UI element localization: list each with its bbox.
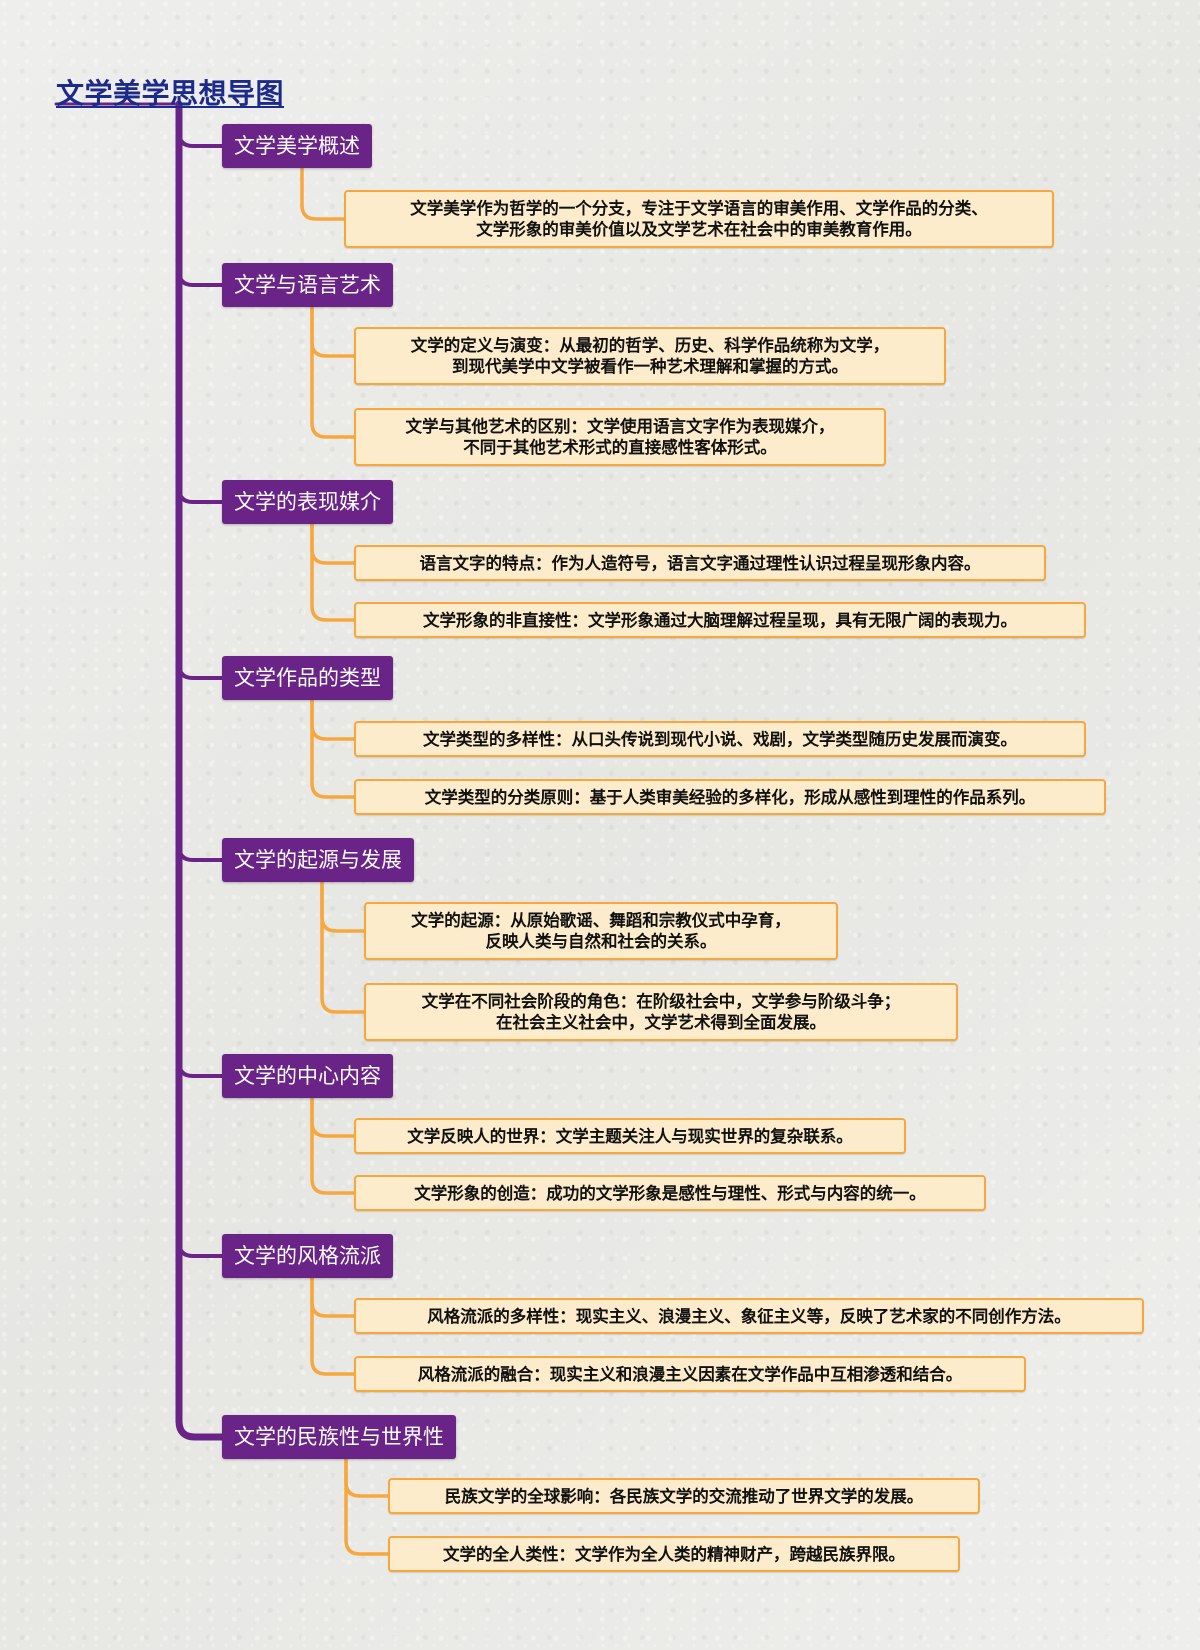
- leaf-connector: [320, 880, 366, 933]
- leaf-node: 风格流派的多样性：现实主义、浪漫主义、象征主义等，反映了艺术家的不同创作方法。: [354, 1298, 1144, 1334]
- leaf-connector: [310, 698, 356, 799]
- topic-node: 文学美学概述: [222, 124, 372, 168]
- leaf-node: 语言文字的特点：作为人造符号，语言文字通过理性认识过程呈现形象内容。: [354, 545, 1046, 581]
- leaf-connector: [310, 1276, 356, 1376]
- leaf-connector: [344, 1457, 390, 1498]
- leaf-node: 民族文学的全球影响：各民族文学的交流推动了世界文学的发展。: [388, 1478, 980, 1514]
- leaf-node: 文学类型的多样性：从口头传说到现代小说、戏剧，文学类型随历史发展而演变。: [354, 721, 1086, 757]
- topic-node: 文学的表现媒介: [222, 480, 393, 524]
- leaf-connector: [310, 305, 356, 439]
- leaf-node: 文学反映人的世界：文学主题关注人与现实世界的复杂联系。: [354, 1118, 906, 1154]
- topic-node: 文学的起源与发展: [222, 838, 414, 882]
- trunk-line: [175, 100, 226, 1441]
- leaf-node: 文学在不同社会阶段的角色：在阶级社会中，文学参与阶级斗争； 在社会主义社会中，文…: [364, 983, 958, 1041]
- leaf-node: 文学类型的分类原则：基于人类审美经验的多样化，形成从感性到理性的作品系列。: [354, 779, 1106, 815]
- topic-connector: [177, 662, 224, 680]
- leaf-connector: [310, 522, 356, 565]
- topic-connector: [177, 130, 224, 148]
- topic-connector: [177, 486, 224, 504]
- leaf-connector: [310, 522, 356, 622]
- leaf-node: 文学的起源：从原始歌谣、舞蹈和宗教仪式中孕育， 反映人类与自然和社会的关系。: [364, 902, 838, 960]
- topic-connector: [177, 1240, 224, 1258]
- topic-connector: [177, 844, 224, 862]
- topic-node: 文学的民族性与世界性: [222, 1415, 456, 1459]
- leaf-connector: [320, 880, 366, 1014]
- leaf-node: 文学美学作为哲学的一个分支，专注于文学语言的审美作用、文学作品的分类、 文学形象…: [344, 190, 1054, 248]
- leaf-connector: [310, 698, 356, 741]
- topic-connector: [177, 269, 224, 287]
- leaf-connector: [310, 305, 356, 358]
- leaf-connector: [344, 1457, 390, 1556]
- mind-map-title: 文学美学思想导图: [56, 77, 285, 110]
- topic-node: 文学与语言艺术: [222, 263, 393, 307]
- leaf-node: 文学的全人类性：文学作为全人类的精神财产，跨越民族界限。: [388, 1536, 960, 1572]
- leaf-connector: [310, 1096, 356, 1195]
- topic-connector: [177, 1060, 224, 1078]
- topic-node: 文学作品的类型: [222, 656, 393, 700]
- leaf-node: 文学形象的创造：成功的文学形象是感性与理性、形式与内容的统一。: [354, 1175, 986, 1211]
- topic-node: 文学的中心内容: [222, 1054, 393, 1098]
- leaf-node: 风格流派的融合：现实主义和浪漫主义因素在文学作品中互相渗透和结合。: [354, 1356, 1026, 1392]
- leaf-connector: [300, 166, 346, 221]
- topic-node: 文学的风格流派: [222, 1234, 393, 1278]
- leaf-connector: [310, 1276, 356, 1318]
- leaf-node: 文学形象的非直接性：文学形象通过大脑理解过程呈现，具有无限广阔的表现力。: [354, 602, 1086, 638]
- leaf-connector: [310, 1096, 356, 1138]
- leaf-node: 文学与其他艺术的区别：文学使用语言文字作为表现媒介， 不同于其他艺术形式的直接感…: [354, 408, 886, 466]
- leaf-node: 文学的定义与演变：从最初的哲学、历史、科学作品统称为文学， 到现代美学中文学被看…: [354, 327, 946, 385]
